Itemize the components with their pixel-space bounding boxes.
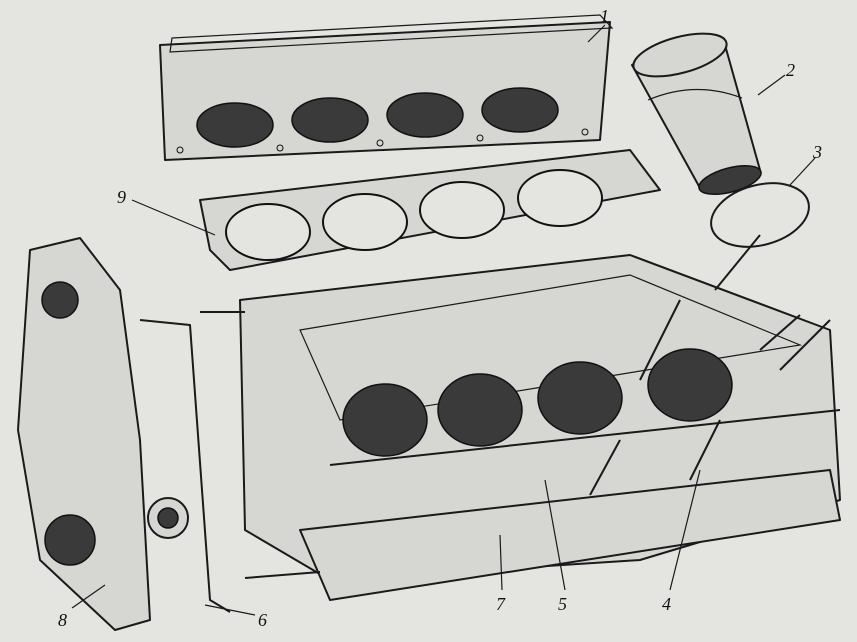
callout-9: 9 — [117, 187, 216, 236]
head-gasket — [199, 149, 661, 271]
callout-3: 3 — [789, 142, 822, 186]
svg-text:3: 3 — [812, 142, 822, 162]
svg-text:5: 5 — [558, 594, 567, 614]
callout-8: 8 — [58, 584, 106, 630]
callout-6: 6 — [204, 604, 267, 630]
svg-text:7: 7 — [496, 594, 506, 614]
callout-2: 2 — [757, 60, 795, 96]
timing-cover — [17, 237, 189, 631]
cylinder-head — [159, 14, 614, 161]
front-cover-gasket — [139, 319, 231, 613]
cylinder-block — [200, 234, 841, 601]
svg-text:2: 2 — [786, 60, 795, 80]
svg-text:4: 4 — [662, 594, 671, 614]
cylinder-liner — [631, 32, 762, 195]
liner-seal-ring — [710, 182, 810, 248]
svg-text:8: 8 — [58, 610, 67, 630]
callout-1: 1 — [587, 6, 609, 43]
svg-text:9: 9 — [117, 187, 126, 207]
svg-text:6: 6 — [258, 610, 267, 630]
callout-7: 7 — [496, 534, 506, 614]
callout-5: 5 — [544, 479, 567, 614]
callout-4: 4 — [662, 469, 701, 614]
svg-text:1: 1 — [600, 6, 609, 26]
